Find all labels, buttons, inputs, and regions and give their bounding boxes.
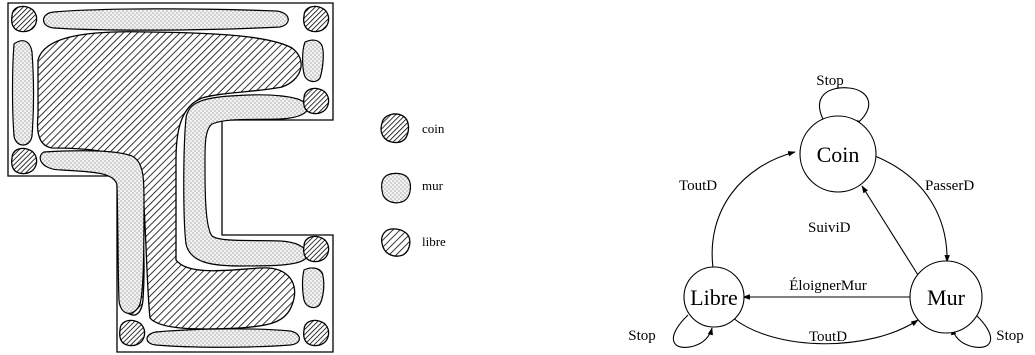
mur-right-lower [301, 267, 325, 309]
label-mur-self: Stop [996, 328, 1024, 344]
edge-libre-self [672, 314, 713, 348]
label-mur-to-coin: SuiviD [808, 220, 851, 236]
coin-bottom-left [119, 319, 146, 347]
state-libre [683, 266, 745, 328]
coin-left-middle [11, 147, 38, 175]
state-machine [672, 87, 992, 348]
legend-label-libre: libre [422, 234, 446, 249]
coin-top-left [11, 5, 38, 33]
coin-right-lower [303, 235, 330, 263]
mur-right-upper [302, 39, 324, 83]
mur-bottom [146, 328, 300, 348]
transition-labels: Stop PasserD ToutD SuiviD ÉloignerMur To… [628, 73, 1024, 345]
map [7, 2, 334, 353]
legend-label-mur: mur [422, 178, 444, 193]
libre-swatch [380, 228, 411, 257]
legend-item-coin: coin [380, 113, 445, 144]
coin-top-right [303, 5, 330, 33]
edge-coin-self [819, 87, 870, 129]
mur-swatch [381, 172, 411, 204]
label-libre-to-coin: ToutD [679, 178, 717, 194]
coin-right-upper [303, 87, 330, 115]
legend: coin mur libre [380, 113, 446, 257]
label-coin-to-mur: PasserD [925, 178, 974, 194]
legend-label-coin: coin [422, 121, 445, 136]
state-coin [799, 115, 877, 193]
state-label-mur: Mur [927, 285, 966, 310]
edge-mur-self [951, 314, 992, 348]
label-mur-to-libre: ÉloignerMur [789, 277, 866, 294]
label-libre-to-mur: ToutD [809, 329, 847, 345]
mur-left-upper [11, 40, 35, 146]
edge-coin-to-mur [874, 155, 950, 263]
libre-region-main [36, 31, 302, 330]
coin-bottom-right [303, 319, 330, 347]
label-libre-self: Stop [628, 328, 656, 344]
edge-mur-to-coin [861, 185, 919, 276]
legend-item-mur: mur [381, 172, 444, 204]
edge-libre-to-mur [732, 317, 919, 345]
state-mur [909, 260, 983, 334]
mur-top [42, 8, 289, 31]
state-label-coin: Coin [817, 142, 860, 167]
mur-left-bottom [39, 150, 145, 314]
edge-libre-to-coin [711, 151, 796, 269]
state-label-libre: Libre [690, 285, 738, 310]
coin-swatch [380, 113, 410, 144]
state-labels: Coin Libre Mur [690, 142, 965, 310]
legend-item-libre: libre [380, 228, 446, 257]
coin-regions [11, 5, 330, 347]
label-coin-self: Stop [816, 73, 844, 89]
